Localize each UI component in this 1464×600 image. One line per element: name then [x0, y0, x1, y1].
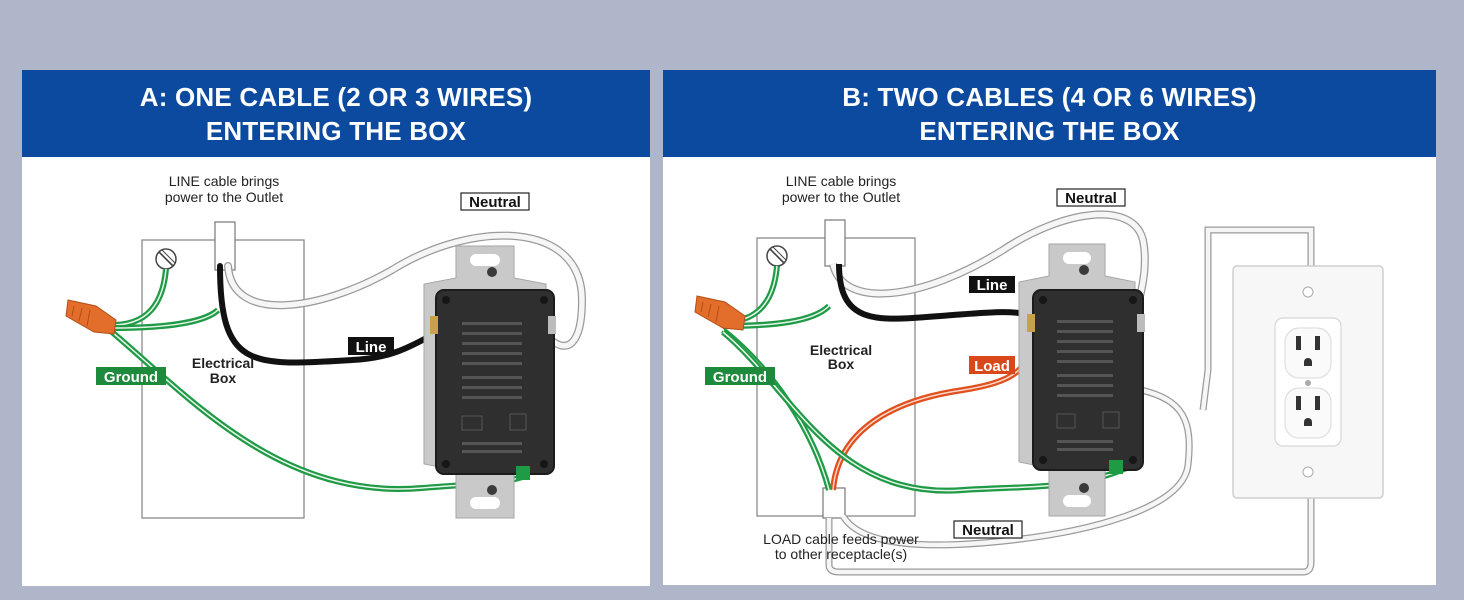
- line-wire-b: [836, 263, 1036, 322]
- neutral-tag-top-text: Neutral: [1065, 190, 1117, 207]
- line-cable-note-line1: LINE cable brings: [786, 173, 897, 189]
- load-cable-note-line2: to other receptacle(s): [775, 546, 907, 562]
- line-cable-entry: [214, 221, 236, 271]
- line-cable-note-line2: power to the Outlet: [165, 189, 283, 205]
- panel-one-cable: A: ONE CABLE (2 OR 3 WIRES) ENTERING THE…: [22, 70, 650, 586]
- electrical-box-label-line1: Electrical: [192, 355, 254, 371]
- ground-tag-text: Ground: [713, 369, 767, 386]
- panel-b-title-line1: B: TWO CABLES (4 OR 6 WIRES): [842, 81, 1257, 112]
- line-tag: Line: [348, 337, 394, 356]
- panel-b-title-line2: ENTERING THE BOX: [919, 115, 1180, 146]
- neutral-tag-text: Neutral: [469, 194, 521, 211]
- load-tag-text: Load: [974, 358, 1010, 375]
- ground-screw-icon: [155, 248, 177, 270]
- ground-tag: Ground: [96, 367, 166, 386]
- panel-two-cables: B: TWO CABLES (4 OR 6 WIRES) ENTERING TH…: [663, 70, 1436, 585]
- neutral-tag-top: Neutral: [1056, 188, 1126, 207]
- neutral-tag-bottom: Neutral: [953, 520, 1023, 539]
- neutral-wire-b: [829, 210, 1149, 322]
- line-cable-note-line1: LINE cable brings: [169, 173, 280, 189]
- other-receptacle: [1232, 265, 1384, 499]
- line-tag: Line: [969, 276, 1015, 294]
- panel-b-header: B: TWO CABLES (4 OR 6 WIRES) ENTERING TH…: [663, 70, 1436, 157]
- line-wire-a: [217, 263, 455, 366]
- panel-a-title-line2: ENTERING THE BOX: [205, 115, 467, 146]
- line-tag-text: Line: [977, 277, 1008, 294]
- diagram-a: LINE cable brings power to the Outlet El…: [65, 173, 587, 519]
- ground-tag: Ground: [705, 367, 775, 386]
- electrical-box-label-line1: Electrical: [810, 342, 872, 358]
- line-tag-text: Line: [356, 339, 387, 356]
- load-cable-note-line1: LOAD cable feeds power: [763, 531, 919, 547]
- wire-nut-icon: [694, 295, 746, 331]
- smart-outlet-device: [1018, 243, 1145, 517]
- neutral-tag: Neutral: [460, 192, 530, 211]
- load-tag: Load: [969, 356, 1015, 375]
- ground-screw-icon: [766, 245, 788, 267]
- electrical-box-label-line2: Box: [210, 370, 237, 386]
- ground-tag-text: Ground: [104, 369, 158, 386]
- line-cable-entry: [824, 219, 846, 267]
- diagram-b: LINE cable brings power to the Outlet El…: [694, 173, 1384, 576]
- line-cable-note-line2: power to the Outlet: [782, 189, 900, 205]
- neutral-tag-bottom-text: Neutral: [962, 522, 1014, 539]
- neutral-wire-a: [224, 231, 587, 350]
- panel-a-header: A: ONE CABLE (2 OR 3 WIRES) ENTERING THE…: [22, 70, 650, 157]
- panel-a-title-line1: A: ONE CABLE (2 OR 3 WIRES): [139, 81, 533, 112]
- electrical-box-label-line2: Box: [828, 356, 855, 372]
- neutral-wire-to-receptacle: [825, 226, 1315, 576]
- load-cable-entry: [822, 487, 846, 519]
- smart-outlet-device: [423, 245, 556, 519]
- wire-nut-icon: [65, 299, 117, 335]
